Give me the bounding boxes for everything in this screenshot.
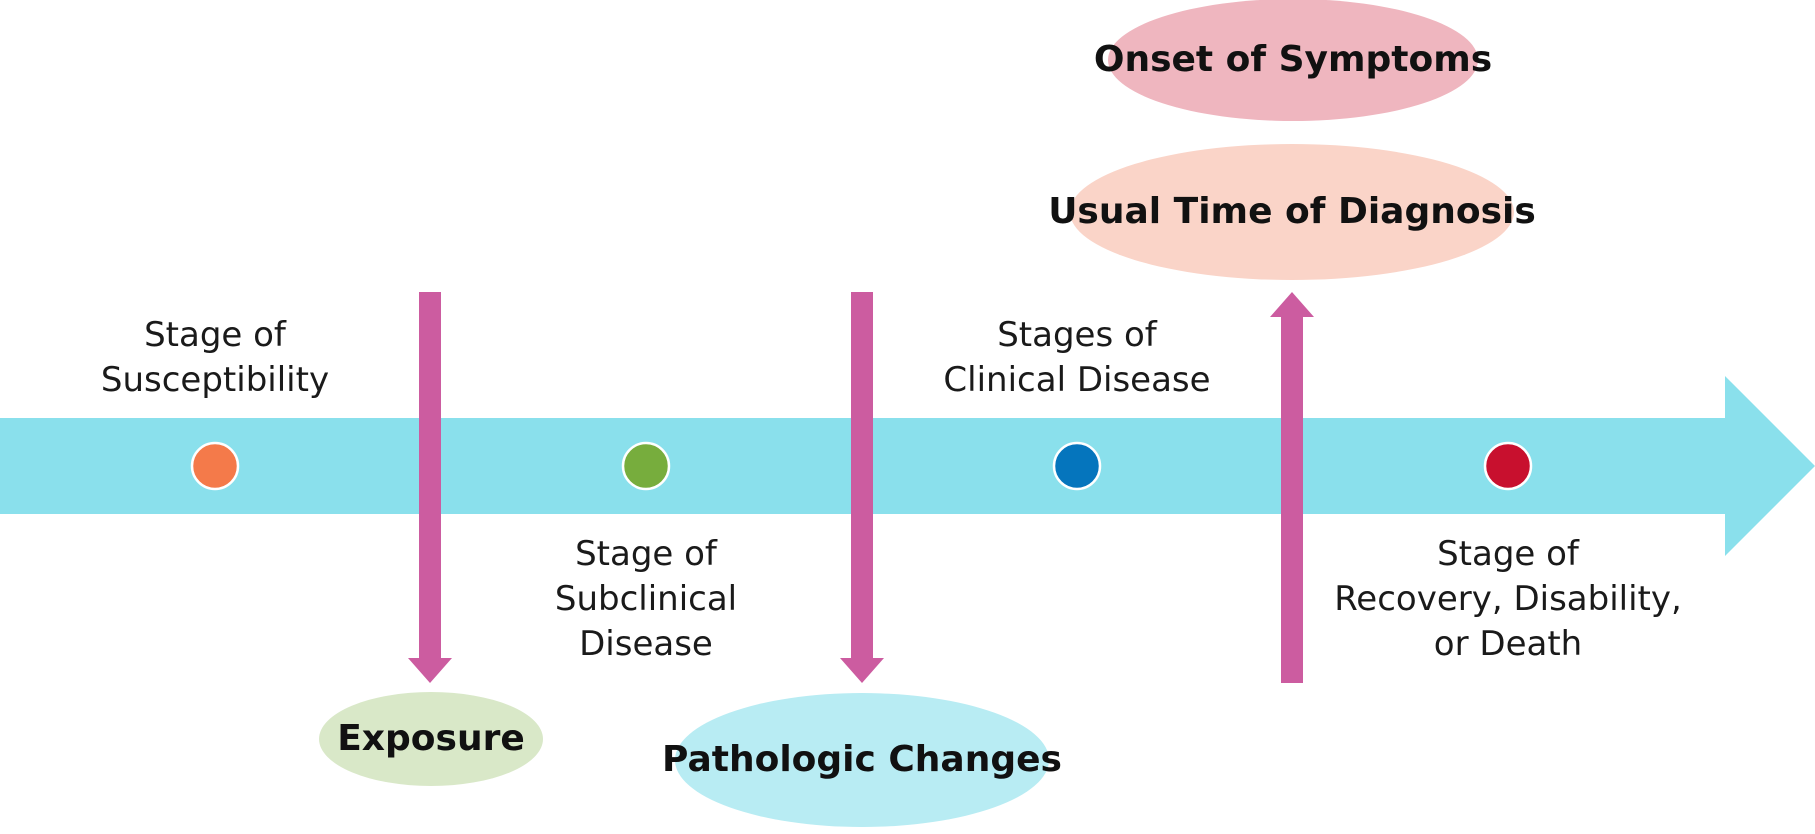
subclinical-dot — [621, 441, 671, 491]
recovery-stage-label: Stage of Recovery, Disability, or Death — [1334, 534, 1682, 664]
diagnosis-up-arrow — [1270, 292, 1314, 683]
subclinical-label-line-3: Disease — [579, 624, 713, 664]
susceptibility-label-line-1: Stage of — [144, 315, 287, 355]
recovery-label-line-3: or Death — [1434, 624, 1582, 664]
diagnosis-label: Usual Time of Diagnosis — [1048, 191, 1536, 232]
pathologic-changes-label: Pathologic Changes — [662, 739, 1062, 780]
pathologic-down-arrow — [840, 292, 884, 683]
susceptibility-label-line-2: Susceptibility — [101, 360, 329, 400]
recovery-label-line-2: Recovery, Disability, — [1334, 579, 1682, 619]
subclinical-label-line-2: Subclinical — [555, 579, 737, 619]
pathologic-changes-ellipse — [675, 693, 1049, 827]
symptoms-ellipse — [1108, 0, 1478, 121]
symptoms-label: Onset of Symptoms — [1094, 39, 1492, 80]
exposure-down-arrow — [408, 292, 452, 683]
recovery-label-line-1: Stage of — [1437, 534, 1580, 574]
susceptibility-dot — [190, 441, 240, 491]
susceptibility-stage-label: Stage of Susceptibility — [101, 315, 329, 400]
clinical-dot — [1052, 441, 1102, 491]
clinical-label-line-1: Stages of — [997, 315, 1158, 355]
recovery-dot — [1483, 441, 1533, 491]
subclinical-label-line-1: Stage of — [575, 534, 718, 574]
exposure-ellipse — [319, 692, 543, 786]
diagnosis-ellipse — [1070, 144, 1514, 280]
subclinical-stage-label: Stage of Subclinical Disease — [555, 534, 737, 664]
timeline-arrow — [0, 376, 1815, 556]
clinical-label-line-2: Clinical Disease — [943, 360, 1210, 400]
clinical-stage-label: Stages of Clinical Disease — [943, 315, 1210, 400]
exposure-label: Exposure — [337, 718, 525, 759]
